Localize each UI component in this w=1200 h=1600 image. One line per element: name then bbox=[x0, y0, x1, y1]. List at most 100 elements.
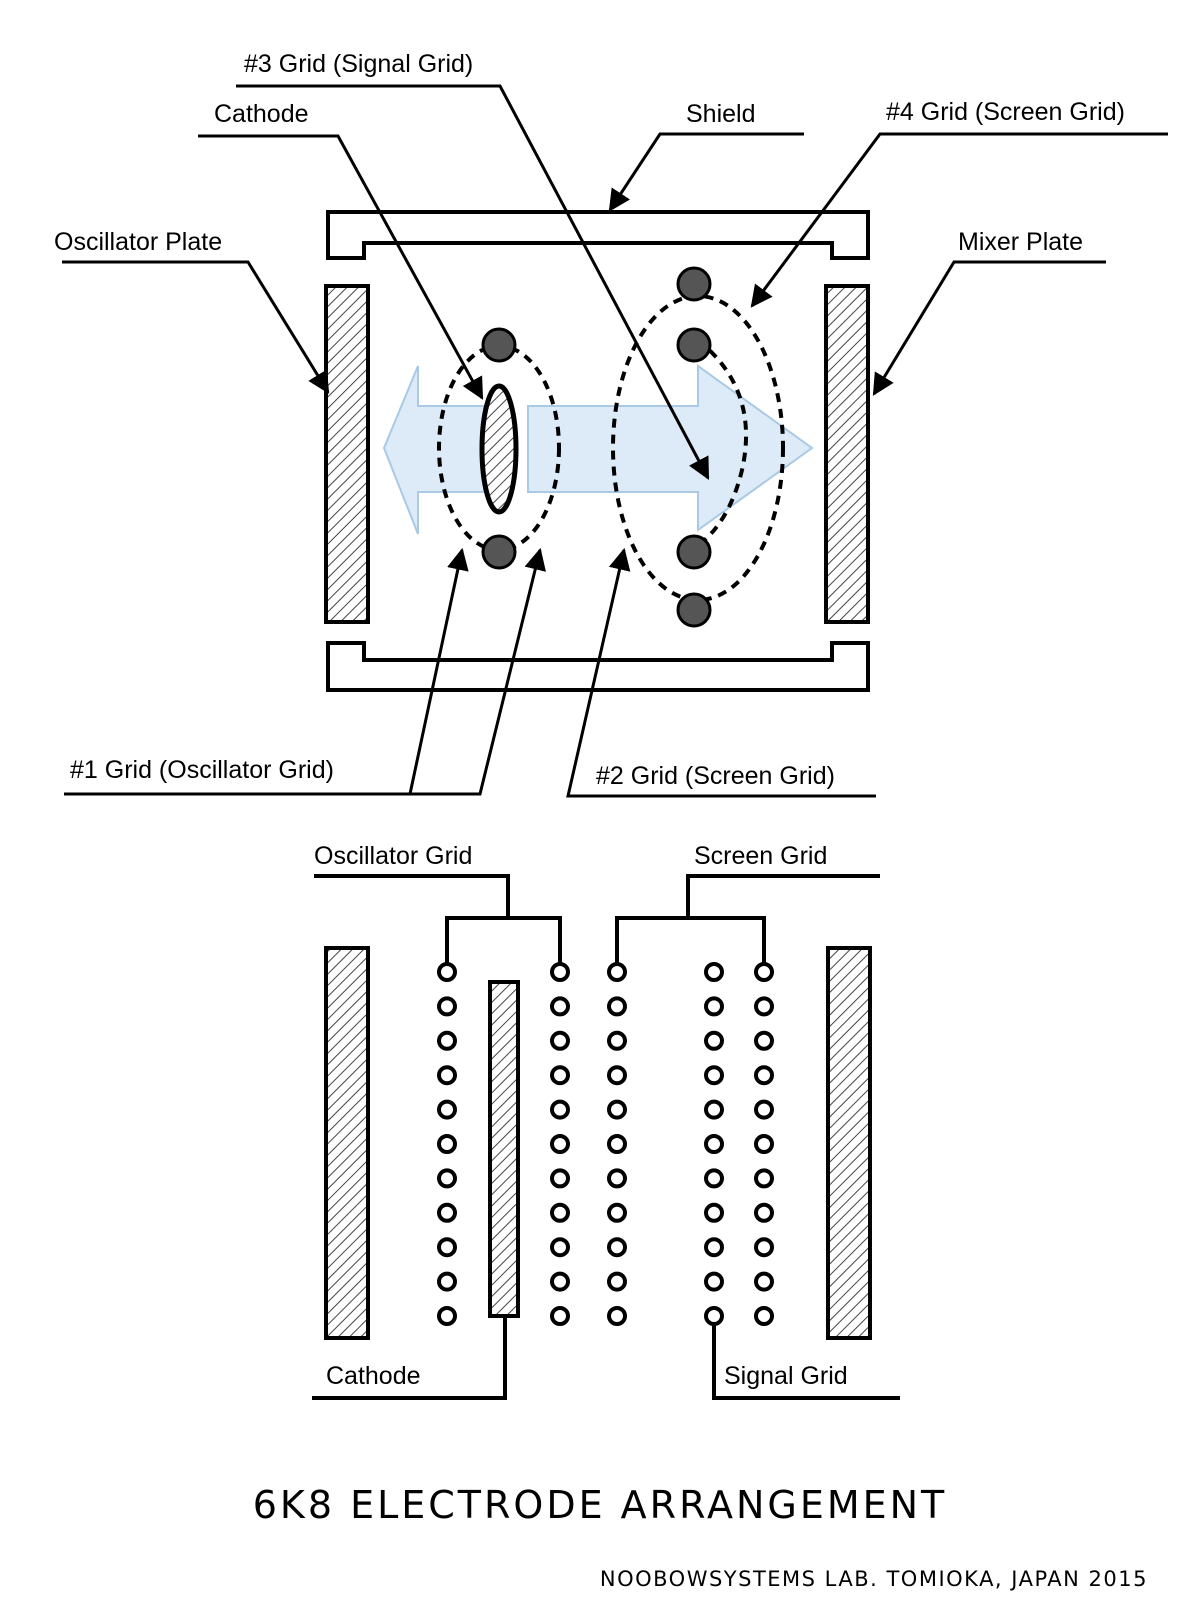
label-oscillator-plate: Oscillator Plate bbox=[54, 228, 222, 256]
signal-grid-wire bbox=[704, 1271, 724, 1292]
screen-grid-wire bbox=[607, 1134, 627, 1154]
screen-grid-wire bbox=[754, 1168, 774, 1189]
oscillator-grid-wire bbox=[550, 1306, 570, 1326]
grid-1-post-bottom bbox=[481, 534, 517, 570]
screen-grid-wire bbox=[754, 1134, 774, 1154]
screen-grid-wire bbox=[754, 1271, 774, 1292]
screen-grid-wire bbox=[607, 1202, 627, 1223]
oscillator-grid-wire bbox=[437, 1099, 457, 1120]
grid-3-post-bottom bbox=[676, 534, 712, 570]
screen-grid-lead bbox=[686, 874, 880, 918]
oscillator-grid-wire bbox=[550, 962, 570, 982]
label-signal-grid: Signal Grid bbox=[724, 1362, 848, 1390]
leader-cathode-top bbox=[198, 134, 484, 400]
oscillator-grid-wire bbox=[437, 1237, 457, 1258]
label-screen-grid-2: #2 Grid (Screen Grid) bbox=[596, 762, 835, 790]
label-cathode-bottom: Cathode bbox=[326, 1362, 421, 1390]
signal-grid-wire bbox=[704, 962, 724, 982]
credit-line: NOOBOWSYSTEMS LAB. TOMIOKA, JAPAN 2015 bbox=[600, 1567, 1148, 1591]
signal-grid-wire bbox=[704, 996, 724, 1017]
oscillator-grid-wire bbox=[437, 1306, 457, 1326]
screen-grid-wire bbox=[754, 1065, 774, 1086]
leader-signal-grid-3 bbox=[236, 84, 710, 480]
oscillator-grid-wire bbox=[437, 1168, 457, 1189]
signal-grid-wire bbox=[704, 1168, 724, 1189]
oscillator-grid-bridge bbox=[445, 916, 562, 968]
screen-grid-wire bbox=[607, 1237, 627, 1258]
oscillator-grid-wire bbox=[437, 1202, 457, 1223]
oscillator-grid-wire bbox=[550, 996, 570, 1017]
leader-oscillator-plate bbox=[62, 260, 330, 394]
oscillator-grid-wire bbox=[437, 1134, 457, 1154]
cathode-side bbox=[488, 980, 520, 1318]
signal-grid-wire bbox=[704, 1237, 724, 1258]
screen-grid-wire bbox=[607, 962, 627, 982]
grid-wire-columns bbox=[437, 962, 774, 1326]
screen-grid-wire bbox=[607, 1306, 627, 1326]
oscillator-grid-wire bbox=[550, 1134, 570, 1154]
screen-grid-wire bbox=[607, 996, 627, 1017]
top-cross-section: #3 Grid (Signal Grid) Cathode Shield #4 … bbox=[54, 50, 1168, 798]
signal-grid-wire bbox=[704, 1306, 724, 1326]
screen-grid-wire bbox=[754, 1099, 774, 1120]
oscillator-grid-wire bbox=[437, 1030, 457, 1051]
shield-bottom bbox=[326, 641, 870, 692]
screen-grid-wire bbox=[754, 1306, 774, 1326]
leader-screen-grid-4 bbox=[750, 132, 1168, 308]
leader-oscillator-grid-1b bbox=[410, 547, 546, 796]
oscillator-grid-wire bbox=[550, 1237, 570, 1258]
screen-grid-bridge bbox=[615, 916, 766, 968]
leader-screen-grid-2 bbox=[566, 547, 876, 798]
oscillator-grid-wire bbox=[550, 1030, 570, 1051]
signal-grid-wire bbox=[704, 1099, 724, 1120]
shield-top bbox=[326, 210, 870, 260]
grid-3-post-top bbox=[676, 327, 712, 363]
signal-grid-wire bbox=[704, 1030, 724, 1051]
oscillator-grid-wire bbox=[550, 1168, 570, 1189]
label-oscillator-grid-1: #1 Grid (Oscillator Grid) bbox=[70, 756, 334, 784]
oscillator-grid-wire bbox=[550, 1202, 570, 1223]
signal-grid-wire bbox=[704, 1065, 724, 1086]
grid-1-post-top bbox=[481, 327, 517, 363]
screen-grid-wire bbox=[607, 1168, 627, 1189]
label-oscillator-grid: Oscillator Grid bbox=[314, 842, 472, 870]
screen-grid-wire bbox=[607, 1030, 627, 1051]
oscillator-plate-side bbox=[324, 946, 370, 1340]
grid-4-post-top bbox=[676, 266, 712, 302]
screen-grid-wire bbox=[607, 1099, 627, 1120]
oscillator-grid-wire bbox=[437, 996, 457, 1017]
label-signal-grid-3: #3 Grid (Signal Grid) bbox=[244, 50, 473, 78]
screen-grid-wire bbox=[754, 1202, 774, 1223]
screen-grid-wire bbox=[607, 1271, 627, 1292]
screen-grid-wire bbox=[754, 962, 774, 982]
bottom-side-view: Cathode Oscillator Grid Screen Grid Sign… bbox=[312, 842, 900, 1400]
oscillator-grid-wire bbox=[437, 1271, 457, 1292]
oscillator-grid-wire bbox=[437, 1065, 457, 1086]
signal-grid-wire bbox=[704, 1134, 724, 1154]
label-screen-grid-4: #4 Grid (Screen Grid) bbox=[886, 98, 1125, 126]
screen-grid-wire bbox=[754, 1030, 774, 1051]
label-cathode-top: Cathode bbox=[214, 100, 309, 128]
leader-shield bbox=[608, 132, 804, 212]
oscillator-grid-lead bbox=[314, 874, 510, 918]
label-mixer-plate: Mixer Plate bbox=[958, 228, 1083, 256]
cathode-top-view bbox=[479, 383, 519, 515]
electron-flow-right-arrow bbox=[527, 364, 814, 532]
oscillator-grid-wire bbox=[550, 1065, 570, 1086]
oscillator-grid-wire bbox=[437, 962, 457, 982]
grid-4-post-bottom bbox=[676, 592, 712, 628]
screen-grid-wire bbox=[754, 996, 774, 1017]
oscillator-grid-wire bbox=[550, 1099, 570, 1120]
mixer-plate bbox=[824, 284, 870, 624]
screen-grid-wire bbox=[607, 1065, 627, 1086]
signal-grid-wire bbox=[704, 1202, 724, 1223]
screen-grid-wire bbox=[754, 1237, 774, 1258]
leader-mixer-plate bbox=[872, 260, 1106, 396]
grid-3-arc bbox=[696, 338, 749, 546]
grid-2-ellipse bbox=[611, 294, 785, 602]
oscillator-grid-wire bbox=[550, 1271, 570, 1292]
electron-flow-left-arrow bbox=[382, 365, 485, 535]
label-screen-grid: Screen Grid bbox=[694, 842, 827, 870]
mixer-plate-side bbox=[826, 946, 872, 1340]
